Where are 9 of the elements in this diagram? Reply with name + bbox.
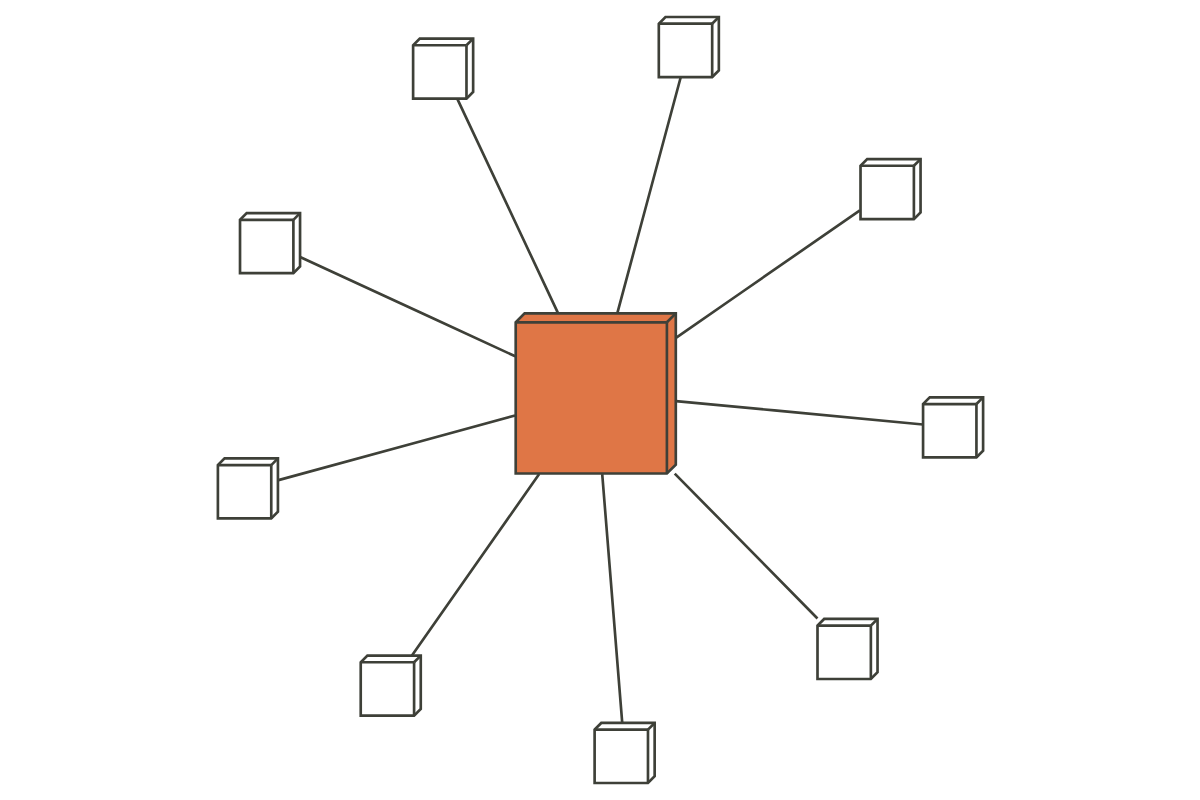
connector xyxy=(455,98,559,314)
connector xyxy=(299,255,516,358)
connector xyxy=(600,474,624,723)
connector xyxy=(675,399,923,426)
connector xyxy=(675,209,861,339)
connector xyxy=(277,414,515,482)
connector xyxy=(615,77,682,314)
connector xyxy=(673,472,818,620)
connector xyxy=(410,473,540,657)
